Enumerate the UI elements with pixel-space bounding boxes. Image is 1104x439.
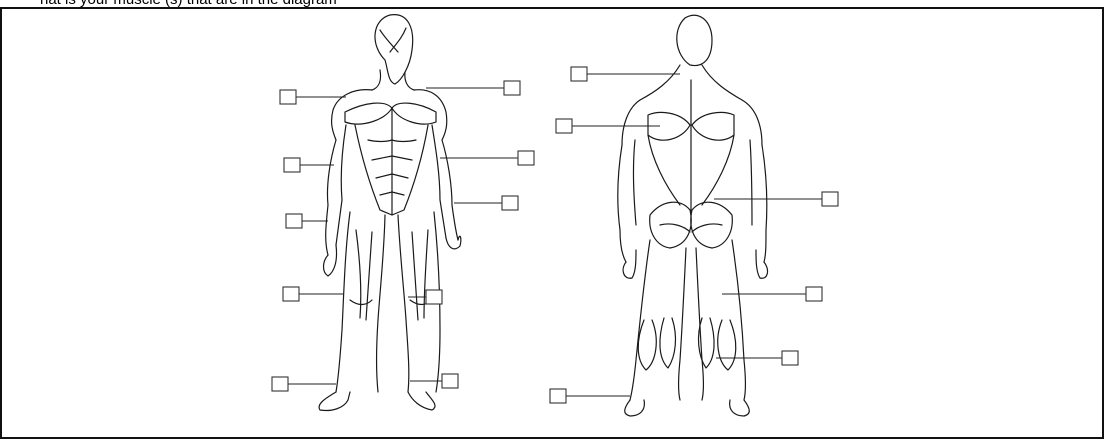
worksheet-border [1, 8, 1103, 438]
front-label-box-10[interactable] [442, 374, 458, 388]
back-label-box-3[interactable] [822, 192, 838, 206]
back-body-figure [618, 15, 768, 416]
back-label-box-5[interactable] [782, 351, 798, 365]
back-label-box-6[interactable] [550, 389, 566, 403]
front-label-box-4[interactable] [283, 287, 299, 301]
front-label-leaders [288, 88, 518, 384]
back-label-box-2[interactable] [556, 119, 572, 133]
front-label-box-3[interactable] [286, 214, 302, 228]
front-label-box-2[interactable] [284, 158, 300, 172]
back-label-box-4[interactable] [806, 287, 822, 301]
front-label-box-5[interactable] [272, 377, 288, 391]
front-label-box-8[interactable] [502, 196, 518, 210]
front-label-box-6[interactable] [504, 81, 520, 95]
front-label-box-9[interactable] [426, 290, 442, 304]
front-label-box-1[interactable] [280, 90, 296, 104]
back-label-box-1[interactable] [571, 67, 587, 81]
front-body-figure [319, 15, 461, 411]
front-label-boxes [272, 81, 534, 391]
front-label-box-7[interactable] [518, 151, 534, 165]
